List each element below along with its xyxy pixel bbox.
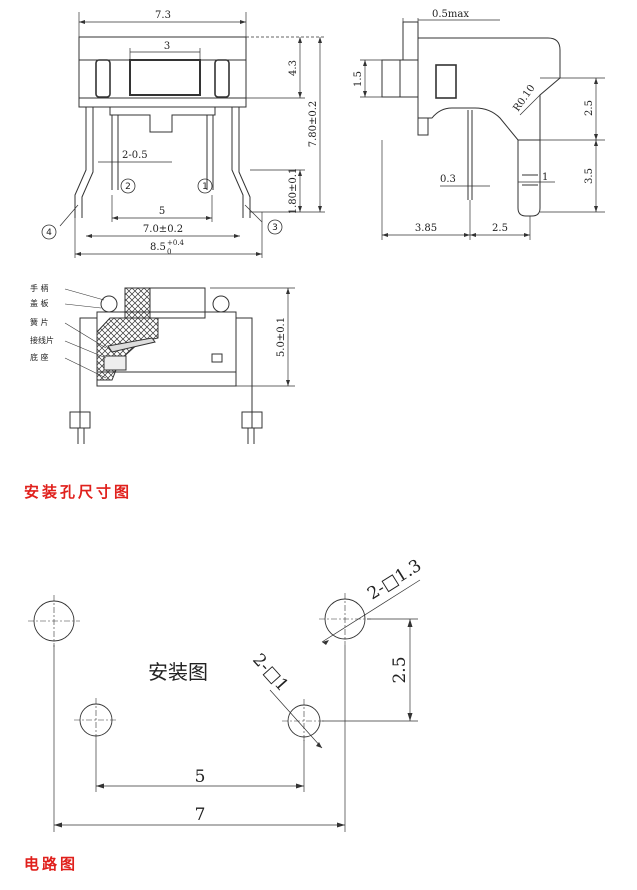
mounting-arrows <box>54 619 413 828</box>
dim-overall-sup: +0.4 <box>167 239 185 247</box>
heading-mounting-holes: 安装孔尺寸图 <box>24 483 133 501</box>
dim-height-pin: 1.80±0.1 <box>288 168 299 215</box>
hole-bottom-right <box>282 699 326 743</box>
dim-bottom-right: 2.5 <box>492 223 508 234</box>
dim-radius: R0.10 <box>511 83 537 114</box>
dim-outer: 7 <box>195 805 206 825</box>
dim-vertical: 2.5 <box>390 656 410 683</box>
dim-square-small: 2-□1 <box>248 650 292 696</box>
hole-top-left <box>28 595 80 647</box>
dim-section-height: 5.0±0.1 <box>276 317 287 357</box>
front-view-labels: 7.3 3 2-0.5 5 7.0±0.2 8.5 +0.4 0 4.3 7.8… <box>41 10 319 256</box>
dim-overall-sub: 0 <box>167 248 171 256</box>
dim-pin-tolerance: 7.0±0.2 <box>143 224 183 235</box>
dim-top-offset: 1.5 <box>353 71 364 87</box>
side-body-outline <box>417 37 561 141</box>
heading-circuit: 电路图 <box>24 855 79 873</box>
front-view <box>59 12 325 258</box>
part-label-handle: 手 柄 <box>30 283 49 293</box>
mounting-diagram <box>28 579 421 832</box>
dim-inner: 5 <box>195 767 206 787</box>
section-view-arrows <box>286 288 290 386</box>
svg-text:2: 2 <box>125 182 131 192</box>
mounting-labels: 安装图 2-□1.3 2-□1 2.5 5 7 <box>148 556 425 825</box>
dim-width: 7.3 <box>155 10 171 21</box>
dim-right-upper: 2.5 <box>584 100 595 116</box>
dim-pin-width: 1 <box>542 172 548 183</box>
callout-1: 1 <box>197 178 213 194</box>
section-hatch <box>96 317 159 381</box>
svg-text:4: 4 <box>46 228 52 238</box>
callout-4: 4 <box>41 224 57 240</box>
hole-top-right <box>319 593 371 645</box>
side-view <box>360 18 605 240</box>
part-label-spring: 簧 片 <box>30 317 49 327</box>
svg-text:3: 3 <box>272 223 278 233</box>
front-view-arrows <box>75 20 322 256</box>
dim-height-total: 7.80±0.2 <box>308 101 319 148</box>
dim-height-upper: 4.3 <box>288 60 299 76</box>
dim-pin-spacing: 5 <box>159 206 165 217</box>
section-view <box>64 287 295 444</box>
part-label-base: 底 座 <box>30 352 49 362</box>
dim-overall: 8.5 <box>150 242 166 253</box>
switch-body-outline <box>78 36 247 108</box>
svg-text:1: 1 <box>202 182 208 192</box>
part-label-cover: 盖 板 <box>30 298 49 308</box>
hole-bottom-left <box>74 698 118 742</box>
callout-3: 3 <box>267 219 283 235</box>
mounting-title: 安装图 <box>148 660 208 684</box>
dim-pin-thickness: 0.3 <box>440 174 456 185</box>
dim-bottom-left: 3.85 <box>415 223 437 234</box>
side-view-arrows <box>363 60 598 237</box>
dim-square-large: 2-□1.3 <box>364 556 425 605</box>
dim-max-gap: 0.5max <box>432 9 469 20</box>
callout-2: 2 <box>120 178 136 194</box>
dim-right-lower: 3.5 <box>584 168 595 184</box>
section-view-labels: 手 柄 盖 板 簧 片 接线片 底 座 5.0±0.1 <box>30 283 287 362</box>
dim-pitch-small: 2-0.5 <box>122 150 148 161</box>
actuator-slot <box>129 59 201 96</box>
dim-slot: 3 <box>164 41 170 52</box>
part-label-terminal: 接线片 <box>30 335 54 345</box>
